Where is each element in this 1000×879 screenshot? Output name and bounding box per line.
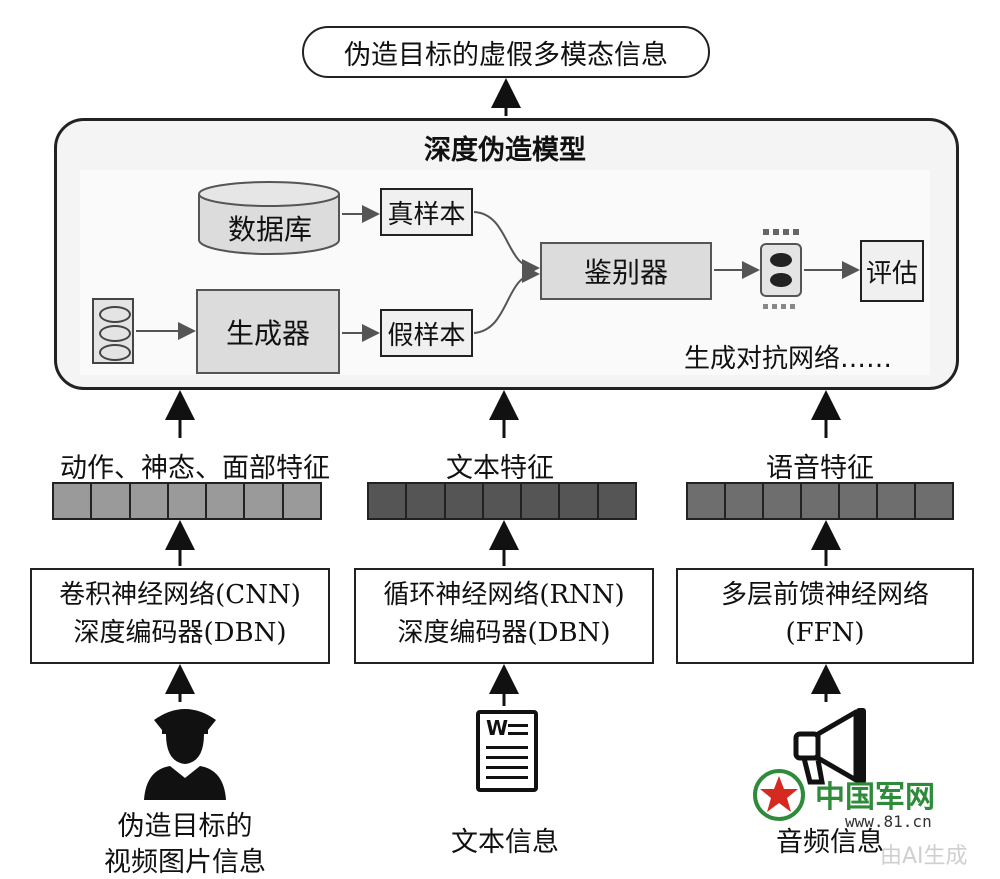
encoder-middle-line1: 循环神经网络(RNN)	[383, 580, 625, 610]
output-box: 伪造目标的虚假多模态信息	[302, 26, 710, 78]
input-label-right: 音频信息	[776, 827, 884, 858]
arrow-real-to-discriminator	[473, 211, 540, 277]
model-title: 深度伪造模型	[424, 135, 586, 166]
fake-sample-box: 假样本	[380, 309, 473, 357]
document-icon: W	[476, 710, 538, 792]
fake-sample-label: 假样本	[387, 320, 466, 351]
discriminator-label: 鉴别器	[583, 256, 668, 289]
noise-input-icon	[92, 298, 134, 364]
army-star-logo-icon	[753, 769, 805, 821]
classifier-top-dots-icon	[763, 229, 799, 235]
input-label-left-line1: 伪造目标的	[117, 811, 253, 842]
generator-box: 生成器	[196, 289, 340, 374]
feature-vector-right	[686, 482, 954, 520]
watermark-brand: 中国军网	[815, 780, 935, 815]
encoder-left-line2: 深度编码器(DBN)	[73, 618, 287, 648]
evaluate-box: 评估	[860, 240, 924, 302]
classifier-bottom-dots-icon	[763, 304, 799, 309]
encoder-right-line1: 多层前馈神经网络	[720, 580, 929, 610]
feature-label-left: 动作、神态、面部特征	[60, 453, 330, 484]
feature-vector-left	[52, 482, 322, 520]
input-label-left-line2: 视频图片信息	[104, 847, 266, 878]
encoder-middle-line2: 深度编码器(DBN)	[397, 618, 611, 648]
arrow-fake-to-discriminator	[473, 265, 540, 334]
encoder-box-left: 卷积神经网络(CNN) 深度编码器(DBN)	[30, 568, 330, 664]
watermark-url: www.81.cn	[845, 812, 932, 831]
discriminator-box: 鉴别器	[540, 242, 712, 300]
input-label-middle: 文本信息	[451, 827, 559, 858]
encoder-box-right: 多层前馈神经网络 (FFN)	[676, 568, 974, 664]
encoder-box-middle: 循环神经网络(RNN) 深度编码器(DBN)	[354, 568, 654, 664]
real-sample-box: 真样本	[380, 188, 473, 236]
real-sample-label: 真样本	[387, 199, 466, 230]
generator-label: 生成器	[225, 316, 310, 350]
encoder-left-line1: 卷积神经网络(CNN)	[59, 580, 301, 610]
classifier-icon	[760, 243, 802, 297]
megaphone-icon	[793, 708, 866, 785]
output-label: 伪造目标的虚假多模态信息	[344, 39, 668, 71]
feature-vector-middle	[367, 482, 637, 520]
feature-label-right: 语音特征	[766, 453, 874, 484]
person-officer-icon	[144, 709, 226, 800]
gan-note: 生成对抗网络……	[684, 344, 893, 374]
encoder-right-line2: (FFN)	[785, 618, 865, 648]
evaluate-label: 评估	[865, 258, 918, 289]
database-label: 数据库	[227, 213, 312, 246]
document-w-letter: W	[486, 716, 509, 740]
watermark-ai-note: 由AI生成	[880, 844, 968, 869]
feature-label-middle: 文本特征	[446, 453, 554, 484]
database-icon	[198, 181, 340, 255]
